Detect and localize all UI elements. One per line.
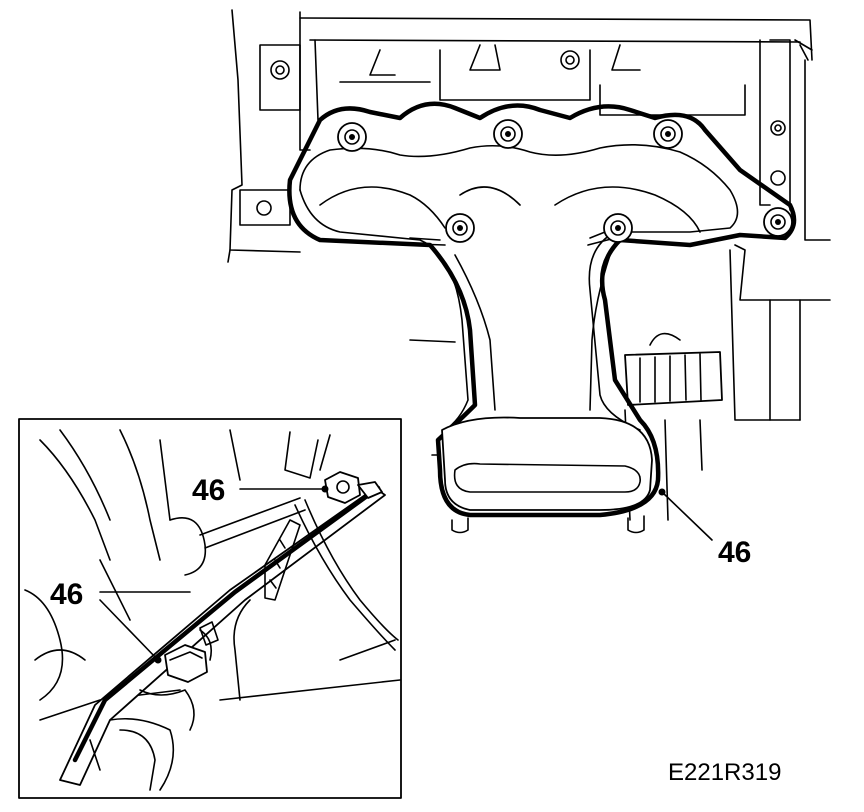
bolt [445,213,475,243]
callout-main: 46 [658,488,751,569]
manifold-bolts [337,119,793,243]
figure-reference: E221R319 [668,759,781,786]
callout-inset-lower-label: 46 [50,578,83,611]
bolt [337,122,367,152]
exhaust-manifold [287,101,797,534]
bolt [653,119,683,149]
bolt [763,207,793,237]
callout-inset-upper: 46 [192,474,329,507]
inset-upper-nut [324,471,383,504]
inset-detail-view: 46 46 [18,418,402,799]
inset-lower-nut [139,621,219,731]
callout-main-label: 46 [718,536,751,569]
callout-inset-lower: 46 [50,578,191,664]
callout-inset-upper-label: 46 [192,474,225,507]
bolt [603,213,633,243]
bolt [493,119,523,149]
